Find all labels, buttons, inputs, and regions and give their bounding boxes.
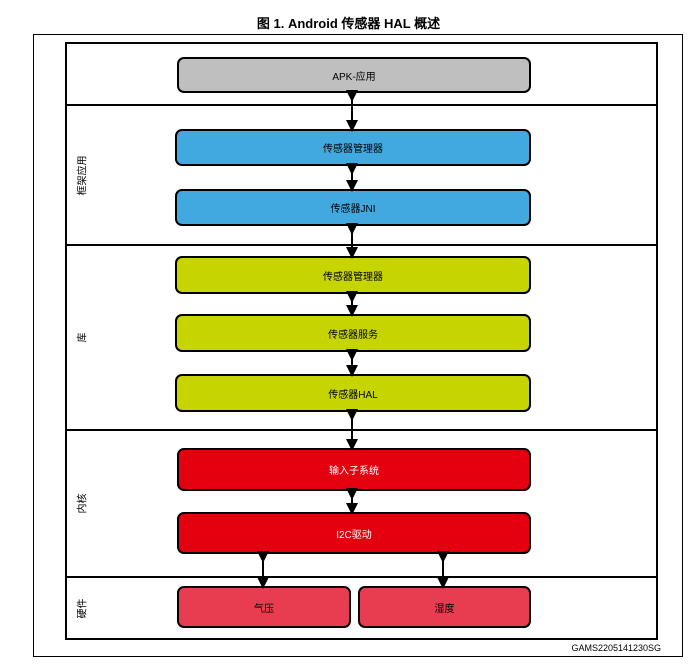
humidity-sensor-box: 湿度 bbox=[358, 586, 531, 628]
i2c-driver-box: I2C驱动 bbox=[177, 512, 531, 554]
framework-layer-label: 框架应用 bbox=[77, 155, 89, 195]
sensor-hal-box: 传感器HAL bbox=[175, 374, 531, 412]
sensor-service-box: 传感器服务 bbox=[175, 314, 531, 352]
library-sensor-manager-box: 传感器管理器 bbox=[175, 256, 531, 294]
framework-sensor-manager-box: 传感器管理器 bbox=[175, 129, 531, 166]
apk-app-box: APK-应用 bbox=[177, 57, 531, 93]
figure-title: 图 1. Android 传感器 HAL 概述 bbox=[256, 16, 441, 31]
pressure-sensor-box: 气压 bbox=[177, 586, 351, 628]
library-layer-label: 库 bbox=[77, 332, 89, 343]
kernel-layer-label: 内核 bbox=[77, 493, 89, 514]
input-subsystem-box: 输入子系统 bbox=[177, 448, 531, 491]
figure-frame bbox=[33, 34, 683, 657]
sensor-jni-box: 传感器JNI bbox=[175, 189, 531, 226]
figure-code: GAMS2205141230SG bbox=[571, 643, 661, 653]
hardware-layer-label: 硬件 bbox=[77, 598, 89, 618]
